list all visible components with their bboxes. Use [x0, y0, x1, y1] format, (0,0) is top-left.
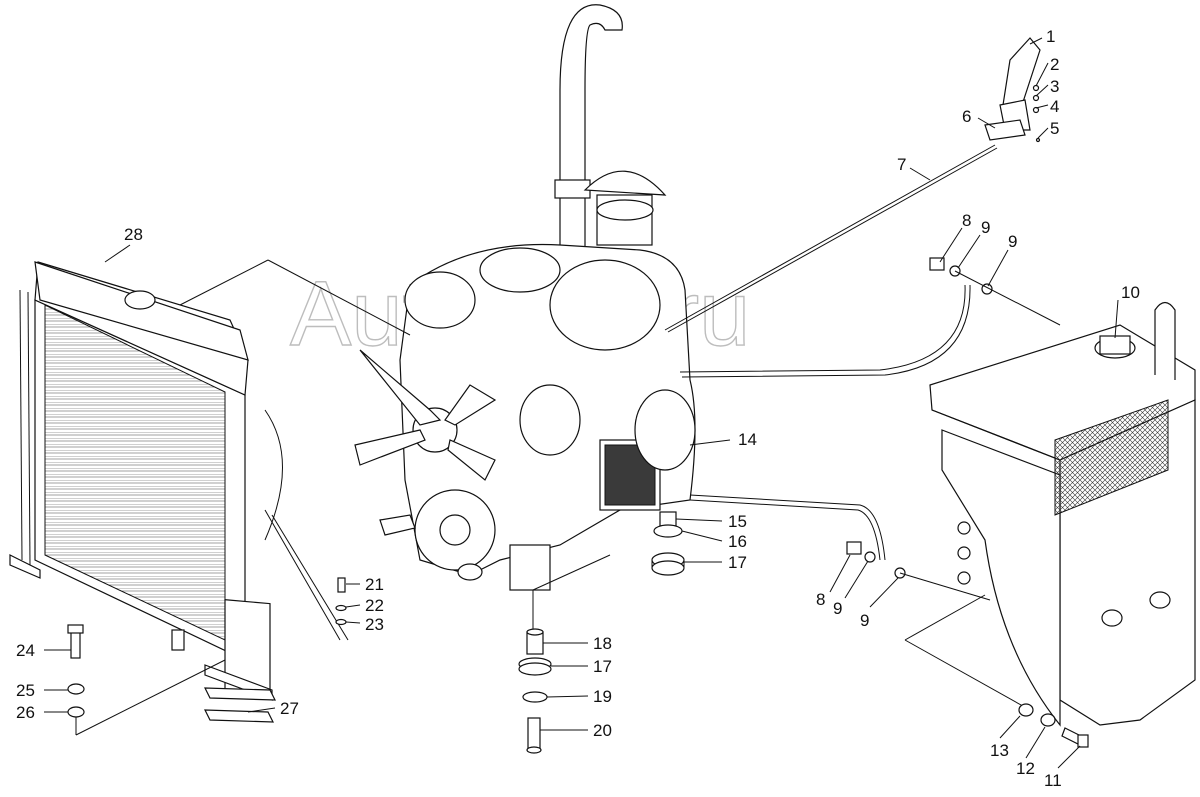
label-17-top: 17	[728, 553, 747, 572]
label-9-top-b: 9	[1008, 232, 1017, 251]
label-22: 22	[365, 596, 384, 615]
tank-bolt-stack	[1018, 703, 1089, 748]
label-19: 19	[593, 687, 612, 706]
label-10: 10	[1121, 283, 1140, 302]
label-5: 5	[1050, 119, 1059, 138]
label-23: 23	[365, 615, 384, 634]
label-15: 15	[728, 512, 747, 531]
label-6: 6	[962, 107, 971, 126]
label-24: 24	[16, 641, 35, 660]
label-8-bottom: 8	[816, 590, 825, 609]
label-11: 11	[1044, 771, 1062, 790]
label-9-bottom-b: 9	[860, 611, 869, 630]
label-28: 28	[124, 225, 143, 244]
part-number-labels: 1 2 3 4 5 6 7 8 9 9 10 14 15 16 17 8 9 9…	[16, 27, 1140, 790]
label-3: 3	[1050, 77, 1059, 96]
label-12: 12	[1016, 759, 1035, 778]
label-7: 7	[897, 155, 906, 174]
label-8-top: 8	[962, 211, 971, 230]
radiator	[9, 261, 349, 701]
leader-lines	[44, 37, 1119, 769]
label-20: 20	[593, 721, 612, 740]
engine-mount-front	[518, 590, 552, 754]
bolt-washer-stack-radiator	[67, 624, 226, 736]
fuel-tank	[929, 301, 1196, 727]
fuel-lines	[679, 257, 1061, 711]
label-25: 25	[16, 681, 35, 700]
engine-mount-right	[651, 511, 685, 576]
label-17-bottom: 17	[593, 657, 612, 676]
accelerator-pedal	[664, 37, 1041, 333]
label-26: 26	[16, 703, 35, 722]
label-21: 21	[365, 575, 384, 594]
label-9-top-a: 9	[981, 218, 990, 237]
label-9-bottom-a: 9	[833, 599, 842, 618]
label-2: 2	[1050, 55, 1059, 74]
label-14: 14	[738, 430, 757, 449]
label-18: 18	[593, 634, 612, 653]
label-27: 27	[280, 699, 299, 718]
engine-block	[354, 4, 696, 591]
label-1: 1	[1046, 27, 1055, 46]
bolt-washer-stack-small	[335, 577, 347, 626]
label-13: 13	[990, 741, 1009, 760]
label-4: 4	[1050, 97, 1059, 116]
mounting-plates	[204, 687, 276, 723]
label-16: 16	[728, 532, 747, 551]
